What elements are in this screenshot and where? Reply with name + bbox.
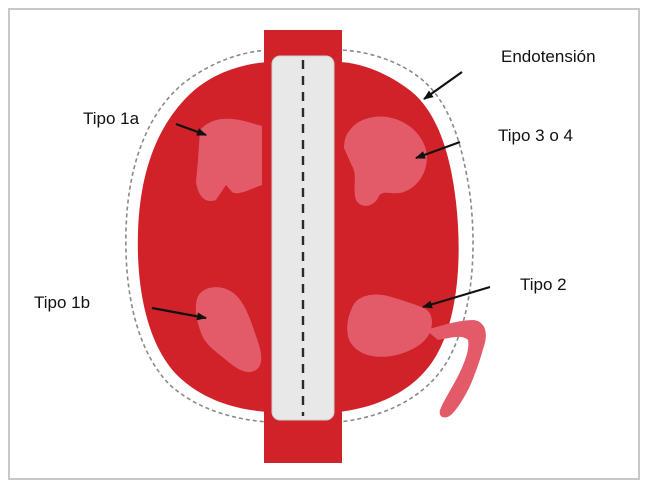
label-tipo-3-o-4: Tipo 3 o 4 xyxy=(498,127,573,144)
lumbar-branch-vessel xyxy=(426,320,486,417)
label-tipo-1b: Tipo 1b xyxy=(34,294,90,311)
arrow-endotension xyxy=(424,72,462,99)
label-endotension: Endotensión xyxy=(501,48,596,65)
label-tipo-2: Tipo 2 xyxy=(520,276,567,293)
label-tipo-1a: Tipo 1a xyxy=(83,110,139,127)
